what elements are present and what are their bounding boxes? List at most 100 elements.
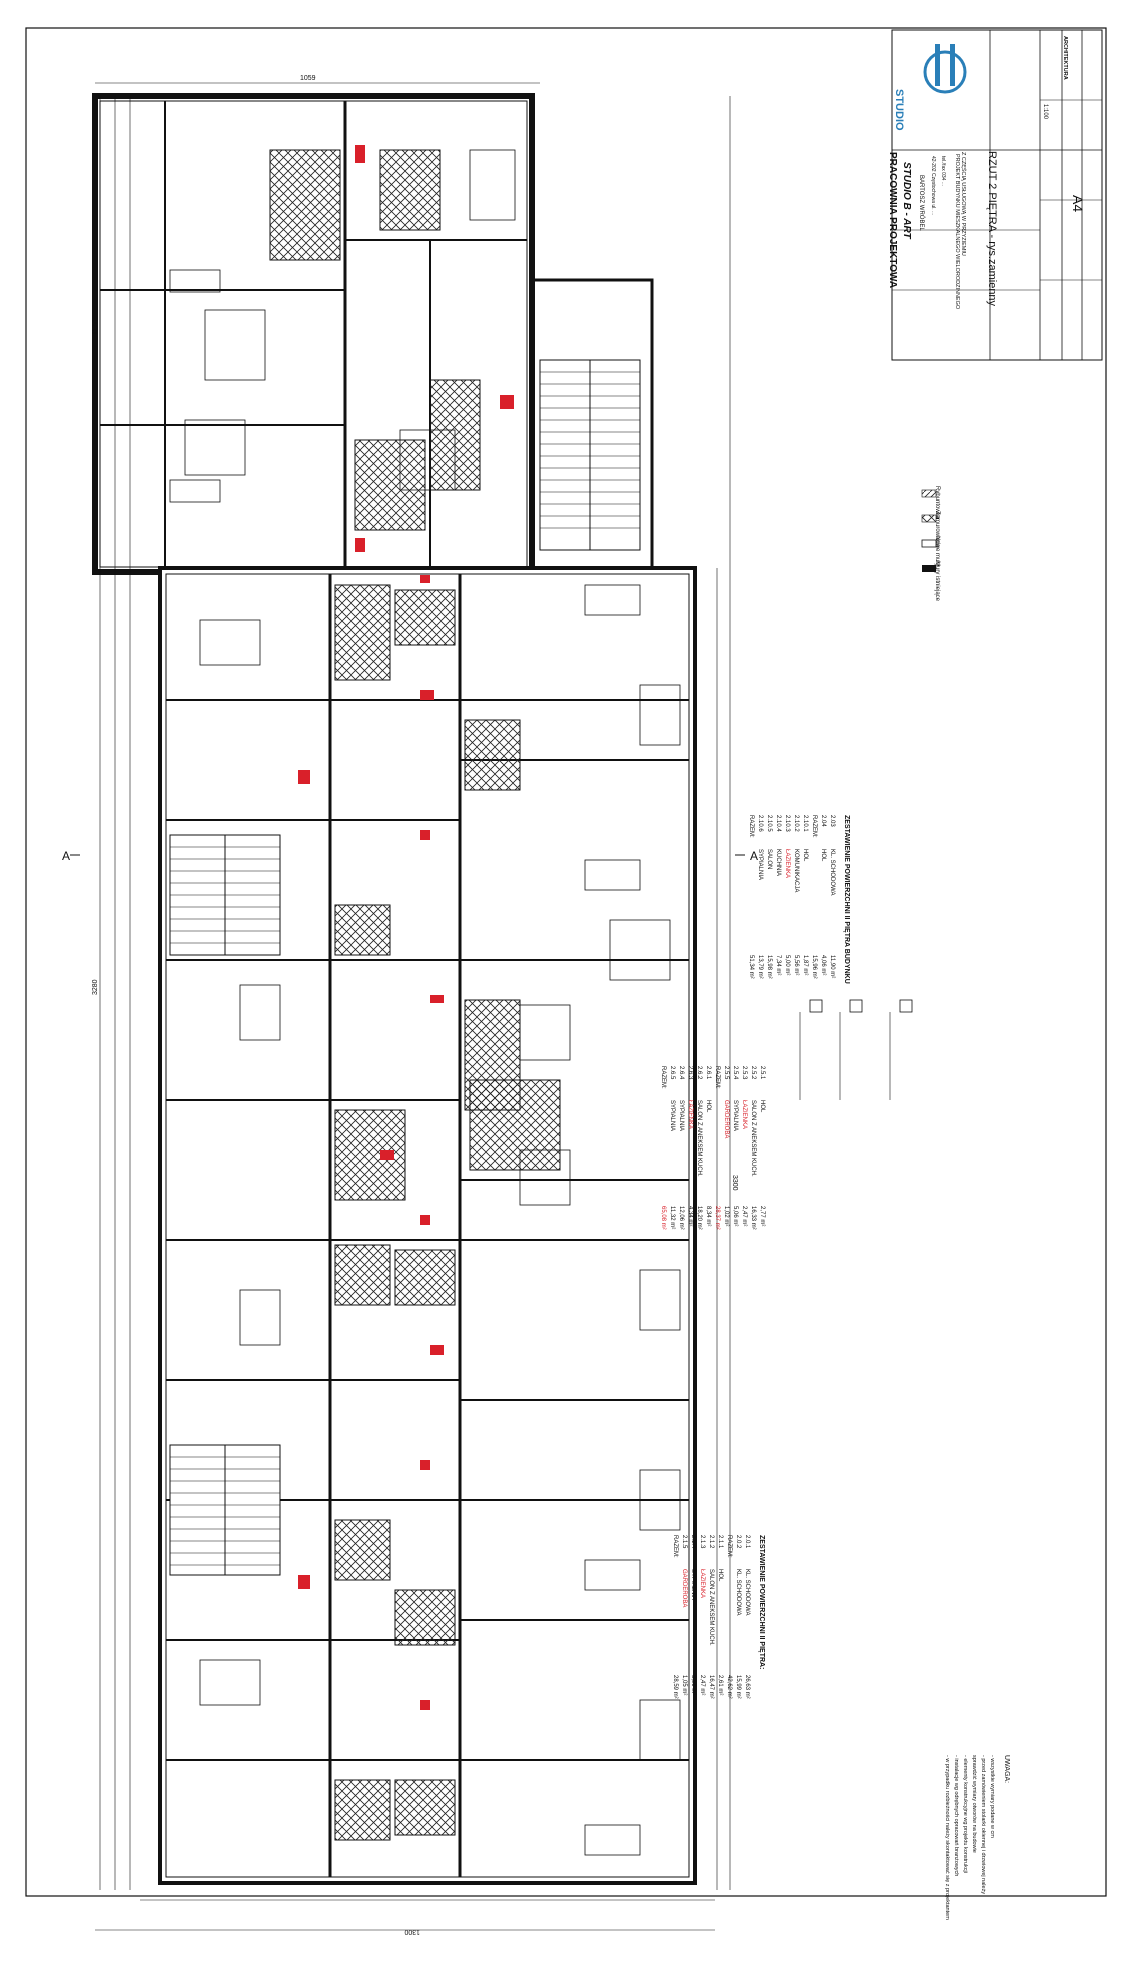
area-row-name: HOL xyxy=(717,1569,723,1582)
area-row-number: 2.03 xyxy=(829,815,835,827)
stair-core-1 xyxy=(169,834,281,956)
area-row-value: 18,20 m² xyxy=(696,1206,702,1230)
title-block: STUDIO PRACOWNIA PROJEKTOWA STUDIO B - A… xyxy=(887,29,1103,361)
area-row-number: 2.5.2 xyxy=(750,1066,756,1080)
area-row-value: 28,37 m² xyxy=(714,1206,720,1230)
area-table-a: ZESTAWIENIE POWIERZCHNI II PIĘTRA: 2.0.1… xyxy=(672,1535,765,1699)
studio-name-line2: STUDIO B - ART xyxy=(901,162,912,240)
project-name: PROJEKT BUDYNKU MIESZKALNEGO WIELORODZIN… xyxy=(954,154,960,310)
area-row-name: SYPIALNIA xyxy=(669,1100,675,1131)
legend-item-4: Mury istniejące xyxy=(934,561,940,602)
dim-upper-width: 1059 xyxy=(300,75,316,82)
upper-stair xyxy=(539,359,641,551)
area-row-name: HOL xyxy=(759,1100,765,1113)
studio-phone: tel./fax 034 ... xyxy=(940,156,946,186)
bathrooms xyxy=(334,584,561,1841)
area-row-value: 2,61 m² xyxy=(717,1675,723,1695)
legend: Rybuntowka Zamurowania Nowe mury Mury is… xyxy=(921,486,940,602)
area-row-number: 2.6.3 xyxy=(687,1066,693,1080)
dim-right-total: 3300 xyxy=(731,1175,738,1191)
area-row-number: 2.10.3 xyxy=(784,815,790,832)
area-row-number: 2.04 xyxy=(820,815,826,827)
note-line: - w przypadku rozbieżności należy skonta… xyxy=(944,1755,950,1920)
logo-text: STUDIO xyxy=(893,89,905,131)
furniture xyxy=(199,584,681,1856)
area-row-value: 4,34 m² xyxy=(687,1206,693,1226)
legend-item-2: Zamurowania xyxy=(934,511,940,548)
area-row-value: 4,06 m² xyxy=(820,955,826,975)
area-row-value: 2,47 m² xyxy=(741,1206,747,1226)
area-row-name: SALON Z ANEKSEM KUCH. xyxy=(696,1100,702,1177)
branch-label: ARCHITEKTURA xyxy=(1062,36,1068,80)
note-line: - wszystkie wymiary podane w cm xyxy=(989,1755,995,1838)
main-building-plan: A A xyxy=(62,566,758,1885)
area-row-number: 2.10.6 xyxy=(757,815,763,832)
area-row-number: RAZEM: xyxy=(811,815,817,838)
area-row-number: 2.1.3 xyxy=(699,1535,705,1549)
area-row-number: RAZEM: xyxy=(726,1535,732,1558)
area-row-name: SALON xyxy=(766,849,772,869)
area-row-name: SYPIALNIA xyxy=(757,849,763,880)
area-row-value: 5,99 m² xyxy=(690,1675,696,1695)
area-row-value: 65,08 m² xyxy=(660,1206,666,1230)
area-row-number: 2.5.4 xyxy=(732,1066,738,1080)
area-row-number: 2.1.1 xyxy=(717,1535,723,1549)
notes-block: UWAGA: - wszystkie wymiary podane w cm- … xyxy=(944,1755,1010,1920)
area-row-value: 2,77 m² xyxy=(759,1206,765,1226)
area-row-name: HOL xyxy=(705,1100,711,1113)
area-row-name: KUCHNIA xyxy=(775,849,781,876)
red-markers xyxy=(298,575,444,1710)
note-line: - instalacje wg odrębnych opracowań bran… xyxy=(953,1755,959,1876)
legend-item-1: Rybuntowka xyxy=(934,486,940,520)
area-row-value: 1,02 m² xyxy=(723,1206,729,1226)
area-row-value: 2,47 m² xyxy=(699,1675,705,1695)
area-row-value: 15,99 m² xyxy=(735,1675,741,1699)
studio-logo: STUDIO xyxy=(893,44,967,131)
area-row-name: HOL xyxy=(820,849,826,862)
area-row-number: 2.10.4 xyxy=(775,815,781,832)
area-row-number: 2.1.5 xyxy=(681,1535,687,1549)
area-row-name: SYPIALNIA xyxy=(678,1100,684,1131)
area-row-value: 5,00 m² xyxy=(784,955,790,975)
area-row-number: 2.5.1 xyxy=(759,1066,765,1080)
wall-type-legend xyxy=(799,999,913,1100)
area-row-name: KOMUNIKACJA xyxy=(793,849,799,892)
area-row-name: SYPIALNIA xyxy=(732,1100,738,1131)
area-row-name: ŁAZIENKA xyxy=(741,1100,747,1129)
note-line: - przed zamówieniem stolarki okiennej i … xyxy=(980,1755,986,1894)
dim-bottom-total: 1300 xyxy=(404,1928,420,1935)
area-row-number: RAZEM: xyxy=(714,1066,720,1089)
notes-heading: UWAGA: xyxy=(1003,1755,1010,1783)
area-row-value: 26,63 m² xyxy=(744,1675,750,1699)
area-row-name: KL. SCHODOWA xyxy=(744,1569,750,1615)
area-row-value: 51,34 m² xyxy=(748,955,754,979)
area-row-value: 15,98 m² xyxy=(766,955,772,979)
studio-address: 42-202 Częstochowa ul. ... xyxy=(930,156,936,215)
area-row-name: ŁAZIENKA xyxy=(687,1100,693,1129)
area-row-name: SALON Z ANEKSEM KUCH. xyxy=(708,1569,714,1646)
project-subtitle: Z CZĘŚCIĄ USŁUGOWĄ W PRZYZIEMIU xyxy=(960,152,968,256)
section-mark-left: A xyxy=(62,849,70,863)
area-row-value: 12,06 m² xyxy=(678,1206,684,1230)
area-row-value: 15,96 m² xyxy=(811,955,817,979)
area-row-number: RAZEM: xyxy=(748,815,754,838)
area-row-number: RAZEM: xyxy=(672,1535,678,1558)
area-row-number: RAZEM: xyxy=(660,1066,666,1089)
area-row-value: 1,87 m² xyxy=(802,955,808,975)
studio-name-line1: PRACOWNIA PROJEKTOWA xyxy=(887,152,898,288)
format-value: A4 xyxy=(1070,195,1086,212)
area-row-value: 42,62 m² xyxy=(726,1675,732,1699)
area-row-number: 2.1.2 xyxy=(708,1535,714,1549)
area-row-value: 5,56 m² xyxy=(793,955,799,975)
stair-core-2 xyxy=(169,1444,281,1576)
area-row-name: GARDEROBA xyxy=(723,1100,729,1138)
note-line: sprawdzić wymiary otworów na budowie xyxy=(971,1755,977,1853)
note-line: - elementy konstrukcyjne wg projektu kon… xyxy=(962,1755,968,1873)
sheet-title: RZUT 2 PIĘTRA - rys.zamienny xyxy=(986,151,998,307)
area-row-value: 16,47 m² xyxy=(708,1675,714,1699)
area-row-value: 13,79 m² xyxy=(757,955,763,979)
architect-name: BARTOSZ WRÓBEL xyxy=(918,175,925,231)
area-row-number: 2.10.5 xyxy=(766,815,772,832)
